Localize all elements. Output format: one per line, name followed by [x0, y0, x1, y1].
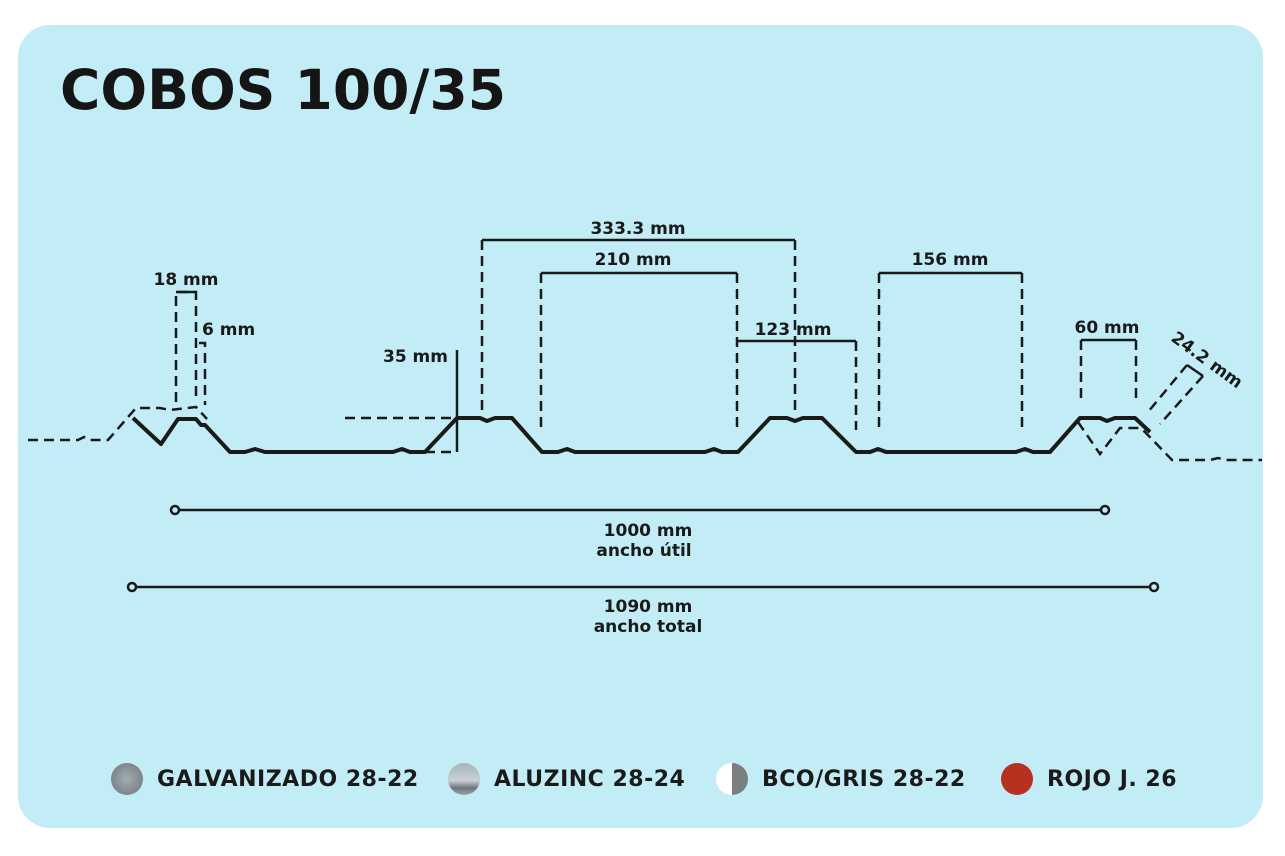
legend-label: ROJO J. 26	[1047, 766, 1178, 792]
legend-label: BCO/GRIS 28-22	[762, 766, 966, 792]
dimension-lines	[132, 238, 1204, 589]
useful-width-value: 1000 mm	[604, 521, 693, 541]
slope-label: 24.2 mm	[1167, 328, 1246, 393]
rib-height-label: 6 mm	[202, 320, 255, 340]
valley-inner-label: 156 mm	[912, 250, 989, 270]
legend-item-galvanizado: GALVANIZADO 28-22	[111, 762, 419, 796]
total-width-label: ancho total	[594, 617, 703, 637]
legend-item-rojo: ROJO J. 26	[1001, 762, 1177, 796]
page-title: COBOS 100/35	[60, 58, 506, 122]
white-gray-swatch-icon	[716, 763, 748, 795]
rib-width-label: 18 mm	[153, 270, 218, 290]
width-endpoints	[126, 504, 1160, 593]
height-label: 35 mm	[383, 347, 448, 367]
legend-label: ALUZINC 28-24	[494, 766, 686, 792]
legend-label: GALVANIZADO 28-22	[157, 766, 419, 792]
useful-width-label: ancho útil	[596, 541, 691, 561]
overlap-sheets	[28, 405, 1262, 462]
valley-label: 210 mm	[595, 250, 672, 270]
total-width-value: 1090 mm	[604, 597, 693, 617]
legend-item-aluzinc: ALUZINC 28-24	[448, 762, 685, 796]
pitch-label: 333.3 mm	[590, 219, 685, 239]
red-swatch-icon	[1001, 763, 1033, 795]
legend-item-bco-gris: BCO/GRIS 28-22	[716, 762, 966, 796]
galvanized-swatch-icon	[111, 763, 143, 795]
diagram-card	[18, 25, 1263, 828]
sheet-profile	[131, 416, 1152, 454]
aluzinc-swatch-icon	[448, 763, 480, 795]
crest-span-label: 123 mm	[755, 320, 832, 340]
crest-width-label: 60 mm	[1074, 318, 1139, 338]
